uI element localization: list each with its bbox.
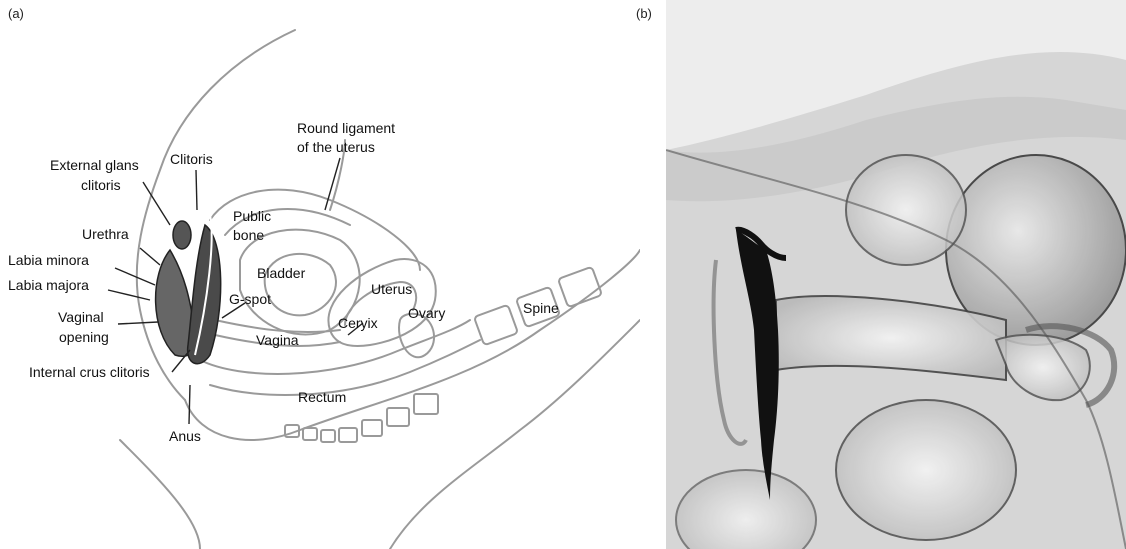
anatomy-line-drawing: Round ligament of the uterus External gl… xyxy=(0,0,640,549)
label-urethra: Urethra xyxy=(82,226,129,242)
clitoris-structure xyxy=(156,215,221,364)
label-external-glans-2: clitoris xyxy=(81,177,121,193)
label-external-glans-1: External glans xyxy=(50,157,139,173)
label-ovary: Ovary xyxy=(408,305,445,321)
label-ceryix: Ceryix xyxy=(338,315,378,331)
sacrum-4 xyxy=(414,394,438,414)
label-vagina: Vagina xyxy=(256,332,299,348)
label-rectum: Rectum xyxy=(298,389,346,405)
label-internal-crus: Internal crus clitoris xyxy=(29,364,150,380)
label-round-ligament-1: Round ligament xyxy=(297,120,395,136)
label-bladder: Bladder xyxy=(257,265,306,281)
label-spine: Spine xyxy=(523,300,559,316)
thigh-render xyxy=(836,400,1016,540)
anatomy-3d-render xyxy=(666,0,1126,549)
thigh-contour xyxy=(120,440,200,549)
vertebra-1 xyxy=(474,305,518,346)
label-vaginal-opening-1: Vaginal xyxy=(58,309,104,325)
vagina-upper xyxy=(215,320,340,332)
sacrum-2 xyxy=(362,420,382,436)
label-clitoris: Clitoris xyxy=(170,151,213,167)
rectum-upper xyxy=(200,320,470,374)
coccyx-2 xyxy=(303,428,317,440)
label-anus: Anus xyxy=(169,428,201,444)
sacrum-1 xyxy=(339,428,357,442)
bladder-render xyxy=(846,155,966,265)
label-g-spot: G-spot xyxy=(229,291,271,307)
coccyx-3 xyxy=(321,430,335,442)
label-public-bone-1: Public xyxy=(233,208,271,224)
label-labia-majora: Labia majora xyxy=(8,277,89,293)
crus-shape xyxy=(188,225,221,364)
label-vaginal-opening-2: opening xyxy=(59,329,109,345)
label-public-bone-2: bone xyxy=(233,227,264,243)
label-round-ligament-2: of the uterus xyxy=(297,139,375,155)
label-uterus: Uterus xyxy=(371,281,412,297)
uterus-outline xyxy=(328,259,435,346)
label-labia-minora: Labia minora xyxy=(8,252,89,268)
glans-shape xyxy=(173,221,191,249)
bladder-inner xyxy=(265,254,336,315)
sacrum-3 xyxy=(387,408,409,426)
